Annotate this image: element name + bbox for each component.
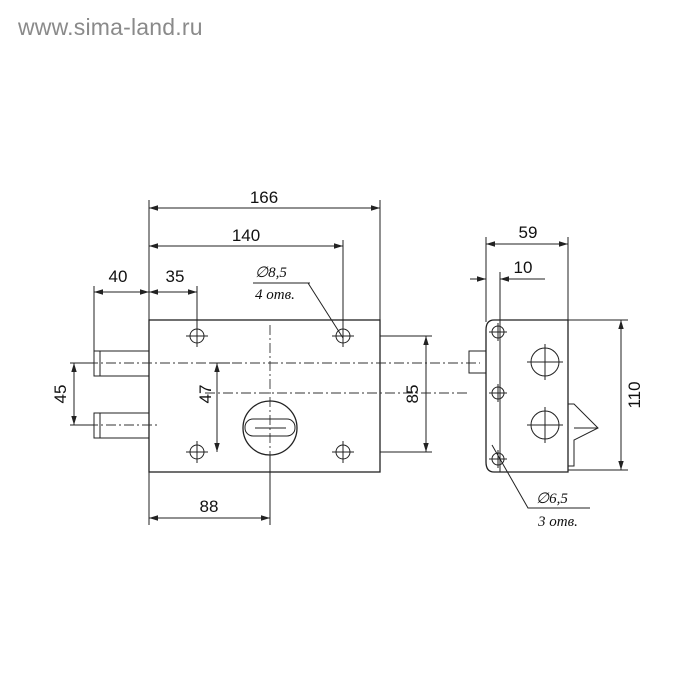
dim-label-47: 47: [196, 385, 215, 404]
mounting-hole: [186, 441, 208, 463]
handle-lever: [567, 403, 599, 467]
side-opening: [527, 407, 563, 443]
hole-diameter-label-front: ∅8,5: [255, 265, 287, 281]
dim-label-166: 166: [250, 188, 278, 207]
side-mounting-hole: [489, 323, 507, 341]
bolt-upper: [93, 350, 150, 377]
dim-label-10: 10: [514, 258, 533, 277]
side-mounting-hole: [489, 384, 507, 402]
hole-leader-side: [491, 444, 590, 509]
dim-label-110: 110: [625, 381, 644, 408]
dim-label-45: 45: [51, 385, 70, 404]
side-mounting-hole: [489, 450, 507, 468]
hole-count-label-front: 4 отв.: [255, 287, 295, 303]
lock-body-side: [485, 319, 569, 473]
bolt-lower: [93, 412, 150, 439]
dim-label-88: 88: [200, 497, 219, 516]
dim-label-140: 140: [232, 226, 260, 245]
latch-block: [468, 350, 487, 374]
side-view: 59 10 110 ∅6,5 3 отв.: [468, 223, 644, 530]
dim-label-35: 35: [166, 267, 185, 286]
dim-label-85: 85: [403, 385, 422, 404]
mounting-hole: [332, 325, 354, 347]
hole-count-label-side: 3 отв.: [537, 514, 578, 530]
dim-label-40: 40: [109, 267, 128, 286]
dim-label-59: 59: [519, 223, 538, 242]
side-opening: [527, 344, 563, 380]
mounting-hole: [332, 441, 354, 463]
front-view: 166 140 40 35 45 47 85 88 ∅8,5 4 отв.: [51, 188, 480, 525]
hole-diameter-label-side: ∅6,5: [536, 491, 568, 507]
lock-body-front: [148, 319, 381, 473]
mounting-hole: [186, 325, 208, 347]
watermark: www.sima-land.ru: [18, 14, 203, 40]
